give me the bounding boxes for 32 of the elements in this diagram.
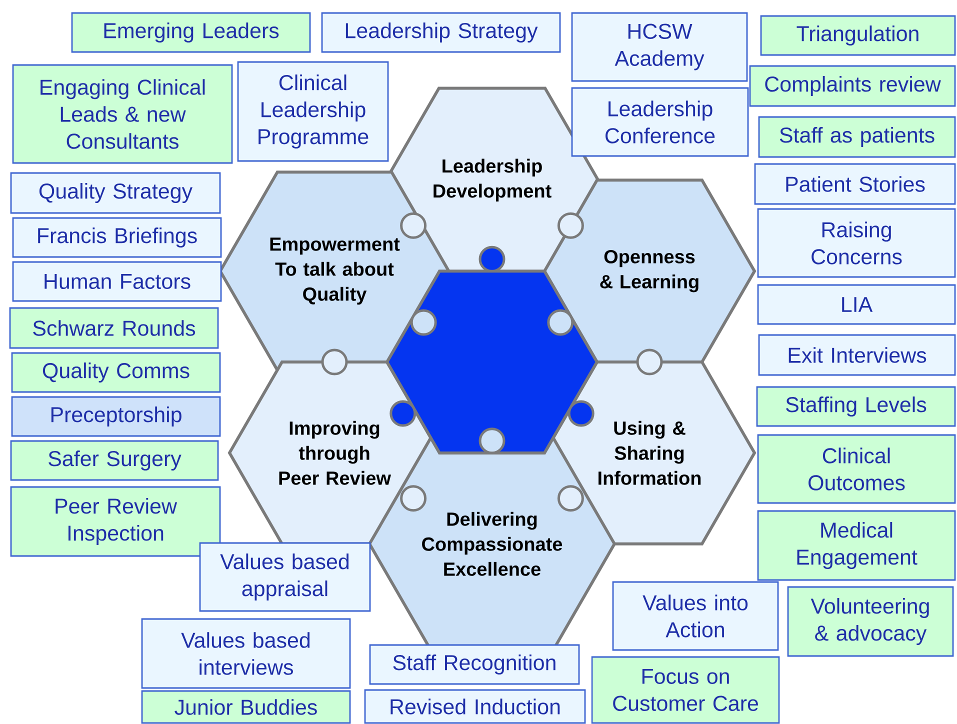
activity-box: Revised Induction: [364, 689, 586, 724]
activity-box: Volunteering & advocacy: [787, 586, 954, 657]
activity-box: Complaints review: [749, 65, 956, 107]
activity-box: Raising Concerns: [757, 208, 956, 278]
activity-box: Preceptorship: [11, 396, 221, 437]
activity-box: Staffing Levels: [756, 386, 956, 427]
activity-box: Emerging Leaders: [71, 12, 311, 53]
activity-box: Medical Engagement: [757, 510, 956, 581]
activity-box: Patient Stories: [754, 163, 956, 205]
activity-box: Values into Action: [612, 581, 779, 651]
activity-box: Values based appraisal: [199, 542, 371, 612]
activity-box: Human Factors: [12, 261, 222, 302]
activity-box: LIA: [757, 284, 956, 325]
activity-box: Engaging Clinical Leads & new Consultants: [12, 64, 233, 164]
activity-box: Values based interviews: [141, 618, 351, 689]
activity-box: Quality Comms: [11, 352, 221, 393]
activity-box: Staff as patients: [758, 116, 956, 158]
activity-box: HCSW Academy: [571, 12, 748, 82]
activity-box: Exit Interviews: [758, 334, 956, 376]
activity-box: Peer Review Inspection: [10, 486, 221, 557]
activity-box: Safer Surgery: [10, 440, 219, 481]
activity-box: Quality Strategy: [10, 172, 221, 214]
activity-box: Leadership Strategy: [321, 12, 561, 53]
activity-box: Leadership Conference: [571, 87, 749, 157]
activity-box: Schwarz Rounds: [9, 307, 219, 349]
activity-box: Clinical Leadership Programme: [237, 61, 389, 162]
activity-box: Triangulation: [760, 15, 956, 56]
activity-box: Junior Buddies: [141, 690, 351, 724]
activity-box: Clinical Outcomes: [757, 434, 956, 504]
activity-box: Staff Recognition: [369, 644, 580, 685]
activity-box: Focus on Customer Care: [591, 656, 780, 724]
activity-box: Francis Briefings: [12, 217, 222, 258]
